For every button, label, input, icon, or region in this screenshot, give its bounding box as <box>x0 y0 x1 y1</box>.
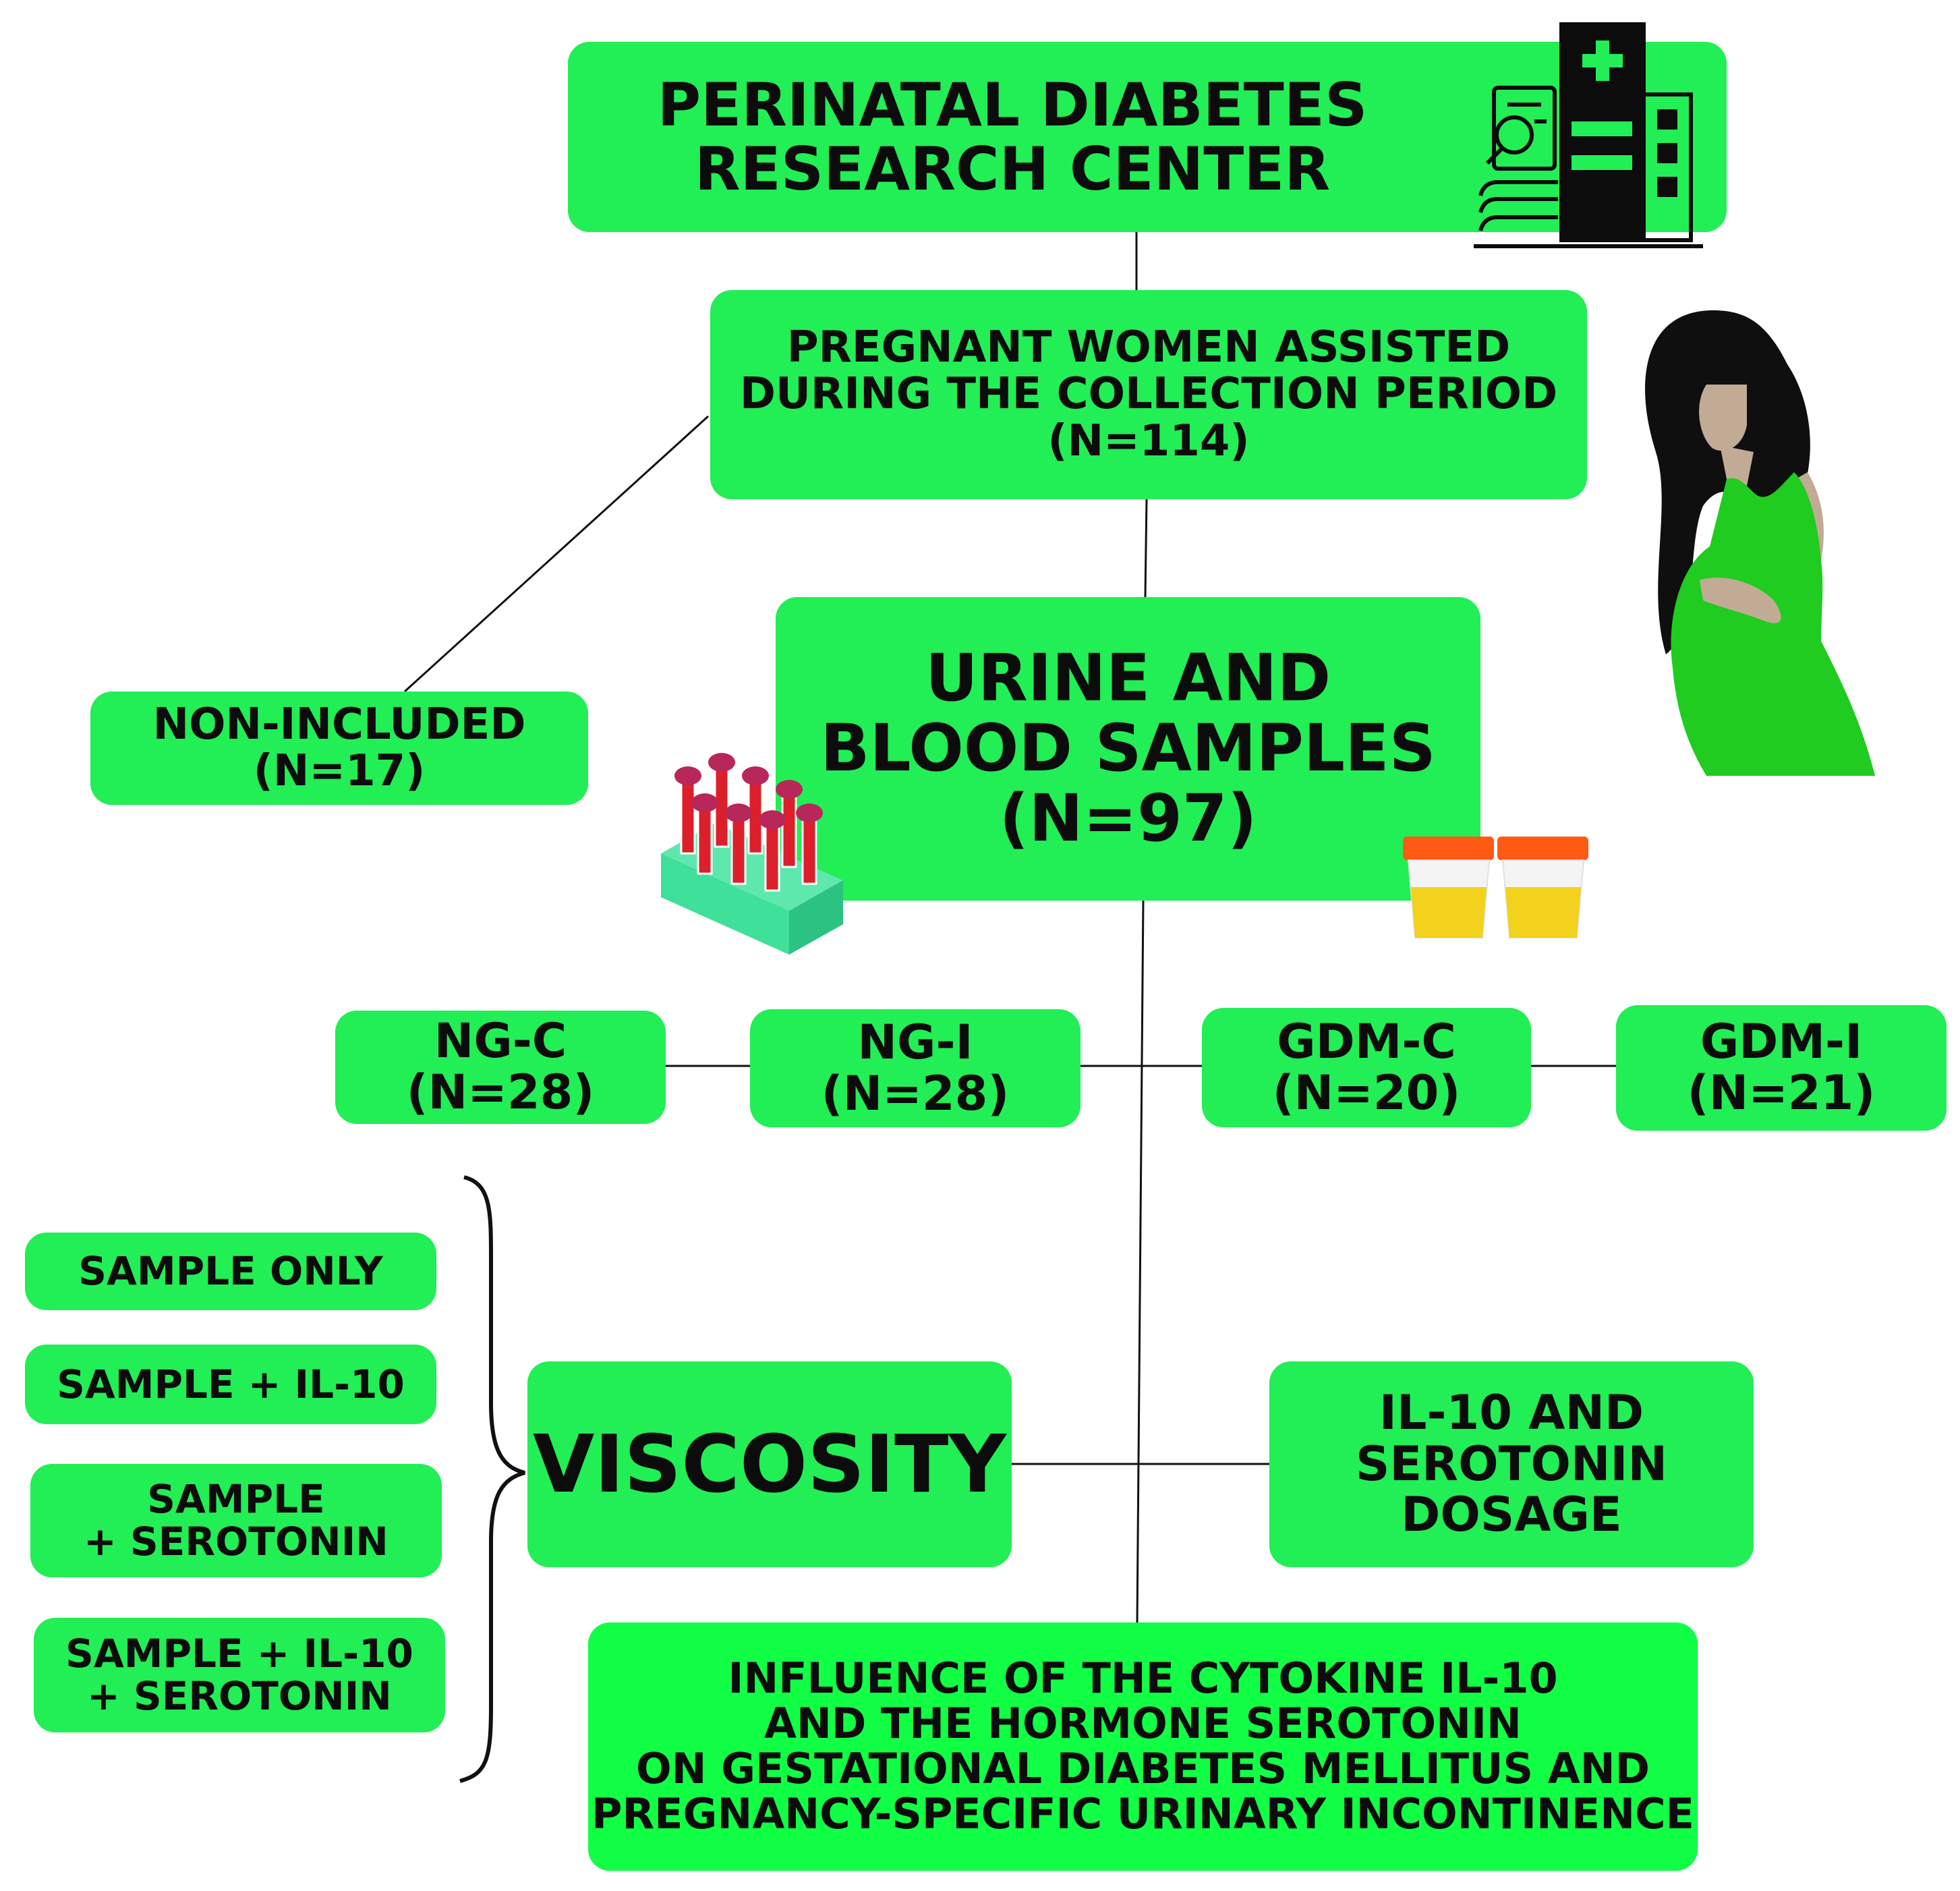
samples-line-3: (N=97) <box>999 780 1257 856</box>
condition-3-line-2: + SEROTONIN <box>84 1519 388 1564</box>
group-gdm-i-box: GDM-I (N=21) <box>1616 1005 1947 1131</box>
blood-tube-rack-icon <box>661 753 843 955</box>
group-ng-c-box: NG-C (N=28) <box>335 1011 666 1124</box>
center-line-1: PERINATAL DIABETES <box>657 69 1368 140</box>
samples-line-2: BLOOD SAMPLES <box>820 710 1436 787</box>
connector-pregnant-noninclude <box>403 415 710 693</box>
group-ng-i-box: NG-I (N=28) <box>750 1009 1080 1127</box>
condition-sample-il10-box: SAMPLE + IL-10 <box>25 1345 436 1424</box>
group-gdm-c-box: GDM-C (N=20) <box>1202 1008 1531 1127</box>
viscosity-box: VISCOSITY <box>527 1361 1012 1567</box>
influence-line-1: INFLUENCE OF THE CYTOKINE IL-10 <box>728 1654 1558 1703</box>
urine-cups-icon <box>1403 837 1588 938</box>
condition-sample-serotonin-box: SAMPLE + SEROTONIN <box>30 1464 442 1577</box>
ngc-line-2: (N=28) <box>406 1065 595 1120</box>
influence-box: INFLUENCE OF THE CYTOKINE IL-10 AND THE … <box>588 1622 1698 1871</box>
noninc-line-2: (N=17) <box>253 746 426 796</box>
influence-line-2: AND THE HORMONE SEROTONIN <box>764 1699 1522 1749</box>
center-line-2: RESEARCH CENTER <box>694 134 1331 204</box>
condition-3-line-1: SAMPLE <box>147 1476 325 1523</box>
influence-line-4: PREGNANCY-SPECIFIC URINARY INCONTINENCE <box>592 1788 1694 1838</box>
pregnant-woman-icon <box>1645 310 1875 776</box>
connector-samples-influence <box>1136 900 1145 1623</box>
gdmi-line-2: (N=21) <box>1687 1065 1876 1121</box>
ngi-line-1: NG-I <box>857 1014 973 1070</box>
condition-4-line-1: SAMPLE + IL-10 <box>65 1631 413 1677</box>
connector-pregnant-samples <box>1144 499 1148 598</box>
pregnant-line-1: PREGNANT WOMEN ASSISTED <box>786 322 1511 373</box>
pregnant-line-3: (N=114) <box>1047 416 1250 466</box>
non-included-box: NON-INCLUDED (N=17) <box>90 692 588 805</box>
condition-4-line-2: + SEROTONIN <box>87 1673 392 1719</box>
hospital-icon <box>1474 22 1703 248</box>
samples-line-1: URINE AND <box>925 640 1331 716</box>
noninc-line-1: NON-INCLUDED <box>152 699 526 750</box>
pregnant-women-box: PREGNANT WOMEN ASSISTED DURING THE COLLE… <box>710 290 1587 499</box>
samples-box: URINE AND BLOOD SAMPLES (N=97) <box>776 597 1480 901</box>
dosage-line-2: SEROTONIN <box>1355 1436 1668 1492</box>
dosage-box: IL-10 AND SEROTONIN DOSAGE <box>1269 1361 1754 1567</box>
gdmc-line-1: GDM-C <box>1277 1013 1456 1069</box>
gdmc-line-2: (N=20) <box>1272 1065 1461 1121</box>
ngc-line-1: NG-C <box>434 1013 567 1069</box>
condition-2-line-1: SAMPLE + IL-10 <box>57 1361 405 1407</box>
dosage-line-3: DOSAGE <box>1401 1487 1622 1543</box>
influence-line-3: ON GESTATIONAL DIABETES MELLITUS AND <box>635 1744 1650 1793</box>
gdmi-line-1: GDM-I <box>1700 1014 1863 1070</box>
condition-sample-only-box: SAMPLE ONLY <box>25 1233 436 1310</box>
center-box: PERINATAL DIABETES RESEARCH CENTER <box>568 42 1727 232</box>
curly-brace-icon <box>459 1175 525 1783</box>
viscosity-label: VISCOSITY <box>533 1417 1006 1511</box>
condition-sample-il10-serotonin-box: SAMPLE + IL-10 + SEROTONIN <box>34 1618 445 1732</box>
ngi-line-2: (N=28) <box>821 1065 1010 1121</box>
dosage-line-1: IL-10 AND <box>1379 1385 1644 1441</box>
condition-1-line-1: SAMPLE ONLY <box>78 1248 383 1295</box>
pregnant-line-2: DURING THE COLLECTION PERIOD <box>739 369 1558 420</box>
